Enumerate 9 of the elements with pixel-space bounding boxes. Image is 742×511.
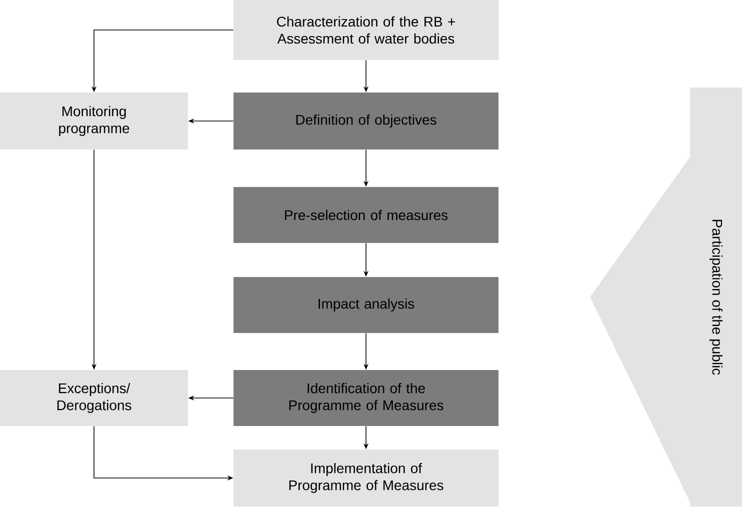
process-box: Monitoring programme — [0, 92, 188, 150]
process-box: Implementation of Programme of Measures — [234, 450, 498, 506]
node-label: Participation of the public — [709, 220, 723, 375]
process-box: Pre-selection of measures — [234, 187, 498, 243]
process-box: Definition of objectives — [234, 92, 498, 150]
process-box: Characterization of the RB + Assessment of water bodies — [234, 0, 498, 60]
process-box: Impact analysis — [234, 277, 498, 333]
process-box: Identification of the Programme of Measures — [234, 370, 498, 426]
process-box: Exceptions/ Derogations — [0, 370, 188, 426]
